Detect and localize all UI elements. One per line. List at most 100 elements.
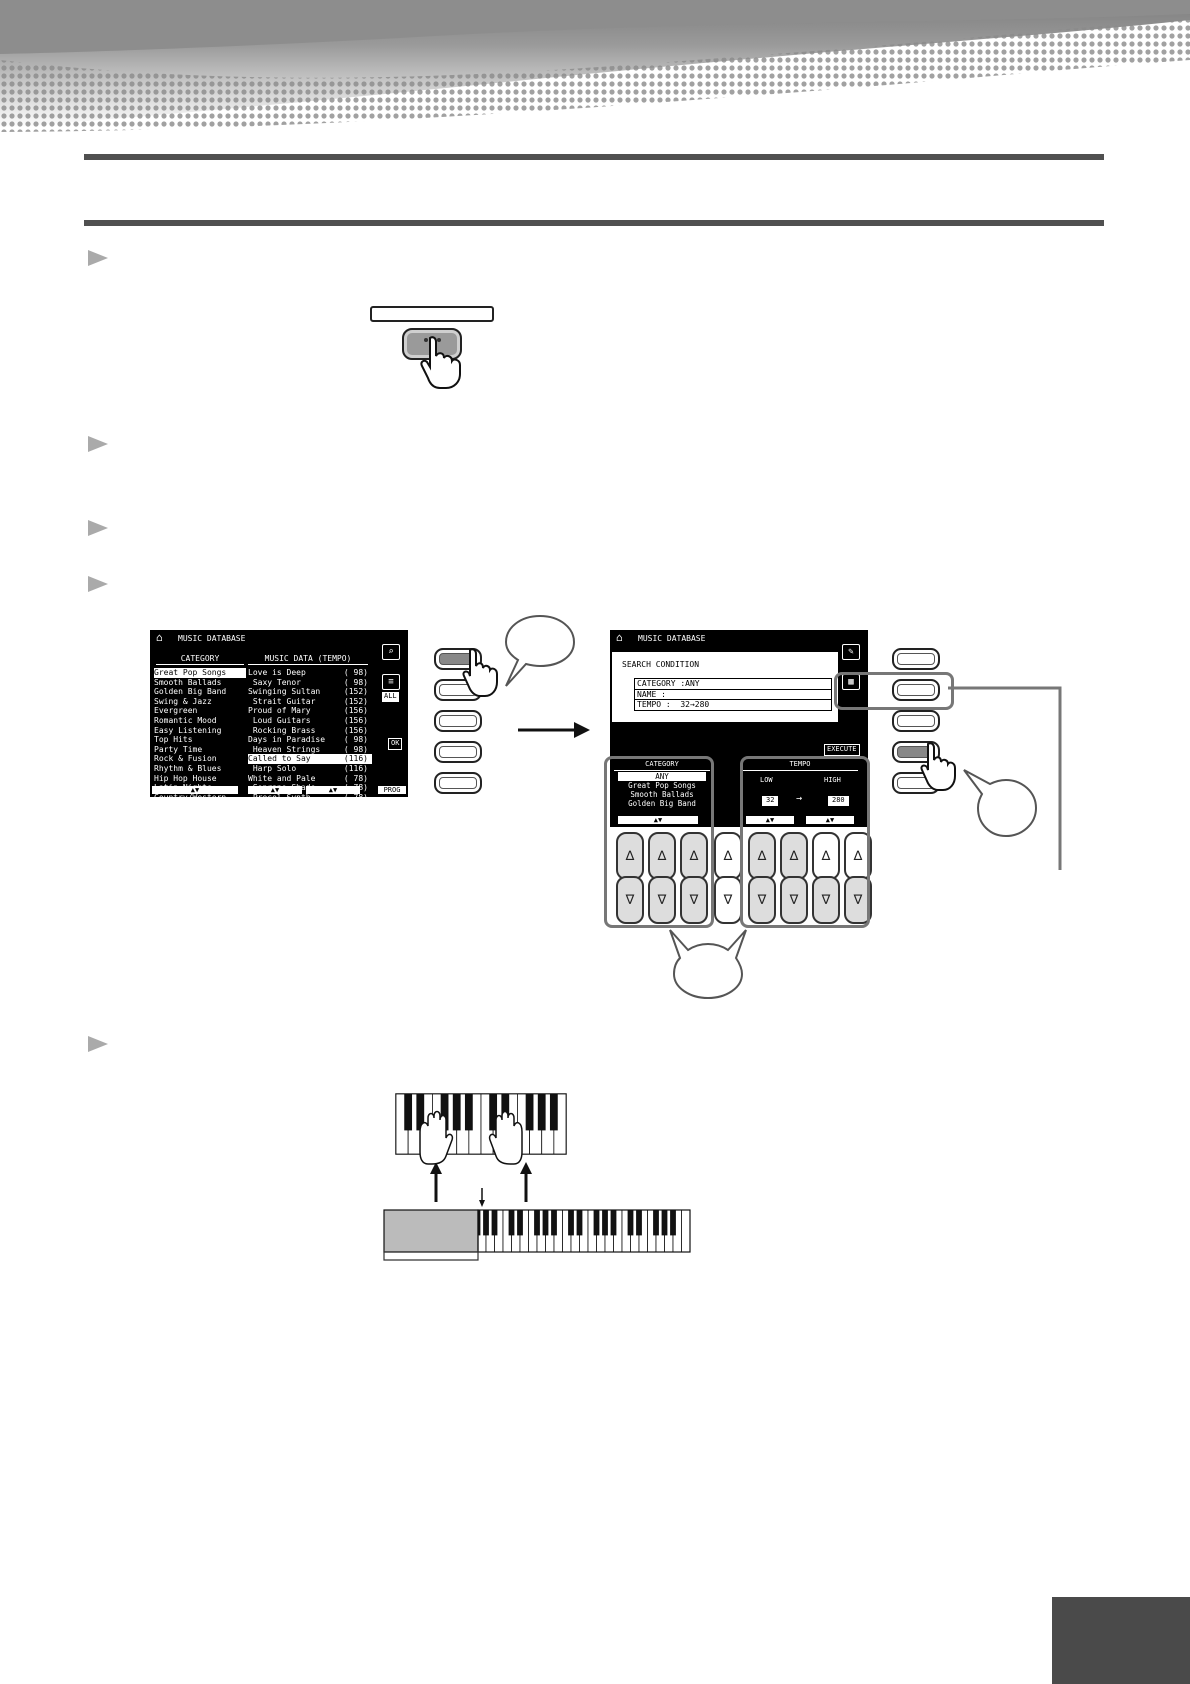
category-scroll-arrows[interactable]: ▲▼ (152, 786, 238, 794)
category-list-item[interactable]: Great Pop Songs (154, 668, 246, 678)
song-scroll-arrows-1[interactable]: ▲▼ (248, 786, 302, 794)
right-category-item[interactable]: Golden Big Band (628, 799, 696, 808)
category-list-item[interactable]: Swing & Jazz (154, 696, 212, 706)
tempo-high-value[interactable]: 280 (828, 796, 849, 806)
high-label: HIGH (824, 776, 841, 784)
right-category-item[interactable]: ANY (618, 772, 706, 781)
transition-arrow (518, 722, 590, 738)
white-key (681, 1209, 691, 1253)
right-category-arrows[interactable]: ▲▼ (618, 816, 698, 824)
song-list-item[interactable]: Proud of Mary(156) (248, 706, 372, 716)
slider-up-7[interactable]: ∆ (812, 832, 840, 880)
song-name: Heaven Strings (248, 744, 321, 754)
song-list-item[interactable]: Rocking Brass(156) (248, 726, 372, 736)
category-list-item[interactable]: Ballroom Gala (154, 802, 217, 812)
tempo-low-value[interactable]: 32 (762, 796, 779, 806)
left-lcd-screen: ⌂ MUSIC DATABASE CATEGORY MUSIC DATA (TE… (150, 630, 408, 811)
category-list-item[interactable]: Rock & Fusion (154, 754, 217, 764)
slider-down-6[interactable]: ∇ (780, 876, 808, 924)
slider-up-2[interactable]: ∆ (648, 832, 676, 880)
song-tempo: ( 98) (343, 744, 368, 754)
song-list[interactable]: Love is Deep( 98) Saxy Tenor( 98)Swingin… (248, 668, 372, 812)
right-panel-button-1[interactable] (892, 648, 940, 670)
song-name: Love is Deep (248, 668, 306, 677)
panel-button-label-plate (370, 306, 494, 322)
category-list-item[interactable]: Country/Western (154, 792, 227, 802)
right-panel-button-3[interactable] (892, 710, 940, 732)
condition-box: CATEGORY :ANY NAME : TEMPO : 32→280 (634, 678, 832, 711)
tempo-high-arrows[interactable]: ▲▼ (806, 816, 854, 824)
song-tempo: ( 98) (343, 677, 368, 687)
song-name: Rocking Brass (248, 725, 316, 735)
slider-up-4[interactable]: ∆ (714, 832, 742, 880)
step-marker-2 (88, 436, 108, 452)
category-list-item[interactable]: Top Hits (154, 735, 193, 745)
song-list-item[interactable]: Harp Solo (116) (248, 764, 372, 774)
slider-up-1[interactable]: ∆ (616, 832, 644, 880)
left-panel-button-5[interactable] (434, 772, 482, 794)
song-list-item[interactable]: Days in Paradise( 98) (248, 735, 372, 745)
slider-down-4[interactable]: ∇ (714, 876, 742, 924)
right-category-list[interactable]: ANY Great Pop Songs Smooth Ballads Golde… (614, 772, 710, 808)
category-list-item[interactable]: Rhythm & Blues (154, 763, 222, 773)
category-list-item[interactable]: Hip Hop House (154, 773, 217, 783)
song-tempo: ( 78) (343, 773, 368, 783)
tempo-low-arrows[interactable]: ▲▼ (746, 816, 794, 824)
highlight-outline-button (834, 672, 954, 710)
search-condition-panel: SEARCH CONDITION CATEGORY :ANY NAME : TE… (612, 652, 838, 722)
slider-down-1[interactable]: ∇ (616, 876, 644, 924)
song-list-item[interactable]: I Do Everything( 70) (248, 802, 372, 812)
right-category-item[interactable]: Great Pop Songs (628, 781, 696, 790)
song-tempo: (116) (343, 763, 368, 773)
song-list-item[interactable]: Saxy Tenor ( 98) (248, 678, 372, 688)
category-list-item[interactable]: Golden Big Band (154, 687, 227, 697)
slider-down-7[interactable]: ∇ (812, 876, 840, 924)
song-scroll-arrows-2[interactable]: ▲▼ (306, 786, 360, 794)
song-list-item[interactable]: Called to Say(116) (248, 754, 372, 764)
right-hand-icon (488, 1110, 523, 1165)
black-key (525, 1093, 534, 1131)
category-list-item[interactable]: Evergreen (154, 706, 198, 716)
song-list-item[interactable]: Swinging Sultan(152) (248, 687, 372, 697)
black-key (568, 1209, 574, 1236)
category-group-outline (604, 756, 714, 928)
song-list-item[interactable]: Strait Guitar(152) (248, 697, 372, 707)
black-key (404, 1093, 413, 1131)
song-tempo: ( 98) (343, 735, 368, 745)
right-lcd-screen: ⌂ MUSIC DATABASE SEARCH CONDITION CATEGO… (610, 630, 868, 827)
category-list-item[interactable]: Easy Listening (154, 725, 222, 735)
song-tempo: ( 98) (343, 668, 368, 677)
left-panel-button-4[interactable] (434, 741, 482, 763)
right-category-item[interactable]: Smooth Ballads (630, 790, 694, 799)
slider-down-2[interactable]: ∇ (648, 876, 676, 924)
slider-down-3[interactable]: ∇ (680, 876, 708, 924)
slider-down-5[interactable]: ∇ (748, 876, 776, 924)
black-key (670, 1209, 676, 1236)
song-list-item[interactable]: Procol Synth( 78) (248, 793, 372, 803)
all-label: ALL (382, 692, 399, 702)
page-tab (1052, 1597, 1190, 1684)
song-list-item[interactable]: Heaven Strings ( 98) (248, 745, 372, 755)
song-tempo: (152) (343, 687, 368, 697)
song-list-item[interactable]: Love is Deep ( 98) (248, 668, 372, 678)
song-name: White and Pale (248, 773, 316, 783)
song-list-item[interactable]: White and Pale ( 78) (248, 774, 372, 784)
category-list-item[interactable]: Romantic Mood (154, 715, 217, 725)
slider-up-3[interactable]: ∆ (680, 832, 708, 880)
home-icon: ⌂ (156, 631, 163, 644)
category-list-item[interactable]: Party Time (154, 744, 203, 754)
song-list-item[interactable]: Loud Guitars(156) (248, 716, 372, 726)
right-panel-button-2[interactable] (892, 679, 940, 701)
slider-up-5[interactable]: ∆ (748, 832, 776, 880)
step-marker-3 (88, 520, 108, 536)
song-name: Strait Guitar (248, 696, 316, 706)
song-name: Harp Solo (248, 763, 297, 773)
tempo-group-outline (740, 756, 870, 928)
execute-label: EXECUTE (824, 744, 860, 756)
left-panel-button-3[interactable] (434, 710, 482, 732)
song-name: Saxy Tenor (248, 677, 301, 687)
category-header: CATEGORY (156, 654, 244, 665)
black-key (653, 1209, 659, 1236)
category-list-item[interactable]: Smooth Ballads (154, 677, 222, 687)
